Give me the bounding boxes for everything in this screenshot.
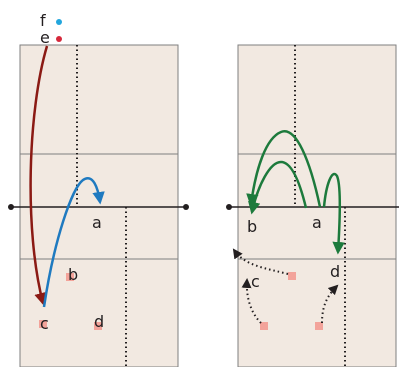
left-court: f e a b c d [8,11,189,368]
label-a-right: a [312,213,322,232]
label-f: f [40,11,46,30]
trajectory-green-arrow-2 [248,160,308,215]
trajectory-red-arrow [29,45,49,306]
left-net-post-left [8,204,14,210]
ball-dot-blue [56,19,62,25]
movement-arrow-2 [241,278,262,324]
left-court-surface [19,44,179,368]
right-court: a b c d [226,44,399,368]
player-marker-c [39,320,47,328]
trajectory-green-arrow-1 [246,130,322,208]
player-marker-right-3 [315,322,323,330]
left-net-post-right [183,204,189,210]
label-b-left: b [68,265,78,284]
player-marker-right-1 [288,272,296,280]
player-marker-right-2 [260,322,268,330]
player-marker-b [66,273,74,281]
label-c-left: c [40,314,49,333]
movement-arrow-1 [232,248,289,275]
label-e: e [40,28,50,47]
right-net-post-left [226,204,232,210]
label-b-right: b [247,217,257,236]
player-marker-d [94,322,102,330]
label-d-left: d [94,312,104,331]
label-c-right: c [251,272,260,291]
label-a-left: a [92,213,102,232]
ball-dot-red [56,36,62,42]
right-court-surface [237,44,397,368]
trajectory-green-arrow-3 [322,172,345,255]
trajectory-blue-arrow [42,177,105,308]
label-d-right: d [330,262,340,281]
